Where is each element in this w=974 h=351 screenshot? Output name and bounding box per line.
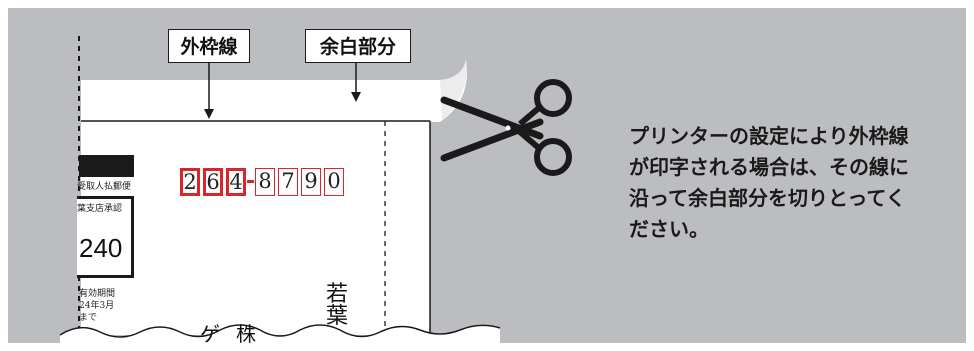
outer-frame-label: 外枠線 xyxy=(168,29,250,63)
instruction-line: が印字される場合は、その線に xyxy=(629,155,909,179)
postal-digit: 9 xyxy=(301,168,321,196)
instruction-text: プリンターの設定により外枠線 が印字される場合は、その線に 沿って余白部分を切り… xyxy=(629,121,959,245)
recipient-char: 葉 xyxy=(325,304,348,329)
postal-digit: 8 xyxy=(255,168,275,196)
postal-digit: 4 xyxy=(226,168,246,196)
instruction-line: プリンターの設定により外枠線 xyxy=(629,124,909,148)
form-text-line1: 受取人払郵便 xyxy=(77,182,132,192)
recipient-char: 若 xyxy=(325,282,348,307)
paper-curl xyxy=(440,60,467,120)
form-text-line2: 葉支店承認 xyxy=(77,204,123,214)
instruction-line: ださい。 xyxy=(629,217,709,241)
postal-digit: 0 xyxy=(324,168,344,196)
bottom-partial-text: 株 xyxy=(236,322,256,346)
torn-edge-line xyxy=(59,324,501,338)
postal-digit: 2 xyxy=(180,168,200,196)
postal-digit: 6 xyxy=(203,168,223,196)
stamp-box xyxy=(77,196,134,278)
arrow-down-icon xyxy=(204,63,214,119)
postal-dash xyxy=(247,180,254,183)
paper-sheet xyxy=(81,60,467,335)
arrow-down-icon xyxy=(351,63,361,102)
instruction-line: 沿って余白部分を切りとってく xyxy=(629,186,906,210)
validity-line3: まで xyxy=(79,313,98,323)
torn-edge xyxy=(60,325,500,351)
validity-line1: 有効期間 xyxy=(79,289,116,299)
form-header-bar xyxy=(79,155,134,177)
scissors-icon xyxy=(440,79,572,176)
recipient-vertical-text: 若 葉 xyxy=(325,284,349,328)
bottom-partial-text: ゲ xyxy=(200,322,220,346)
margin-area-label: 余白部分 xyxy=(305,29,411,63)
postal-digit: 7 xyxy=(278,168,298,196)
validity-line2: 24年3月 xyxy=(79,301,115,311)
stamp-number: 240 xyxy=(79,233,123,263)
